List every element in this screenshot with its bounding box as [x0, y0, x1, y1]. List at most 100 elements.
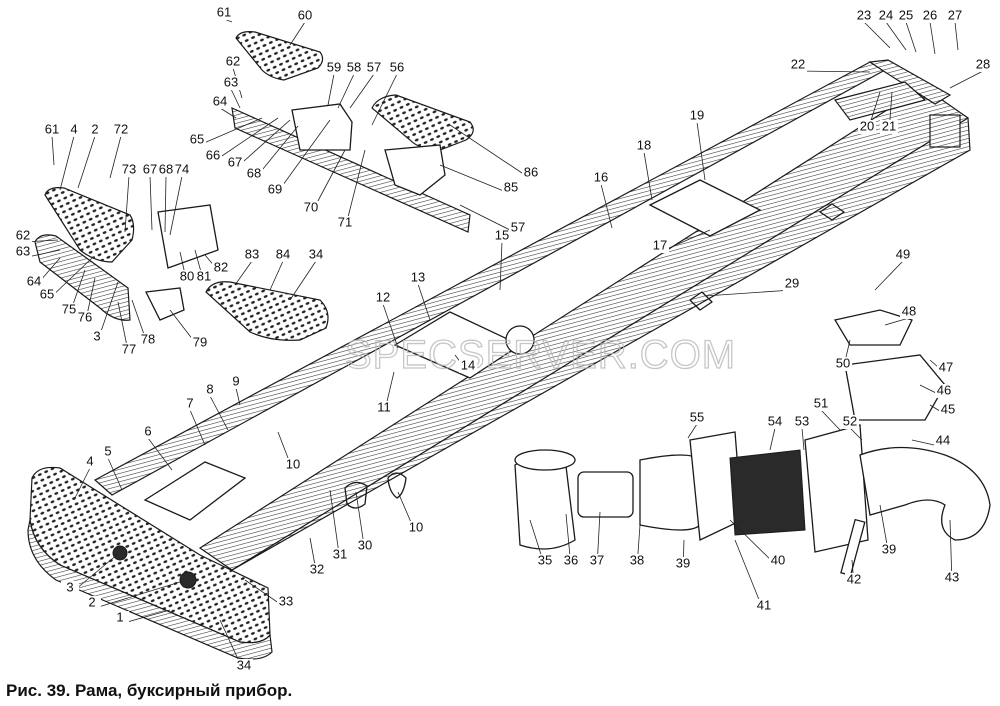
callout-bg-80: [178, 270, 196, 284]
callout-57: 57: [511, 219, 525, 234]
crossmember-17: [648, 179, 762, 237]
callout-70: 70: [304, 199, 318, 214]
callout-bg-50: [834, 357, 852, 371]
callout-bg-44: [934, 434, 952, 448]
leader-line-19: [696, 121, 706, 181]
callout-1: 1: [116, 609, 123, 624]
callout-bg-68: [245, 167, 263, 181]
callout-33: 33: [279, 593, 293, 608]
callout-bg-45: [939, 403, 957, 417]
housing-35-end: [514, 449, 576, 471]
callout-66: 66: [206, 147, 220, 162]
callout-bg-31: [331, 548, 349, 562]
callout-77: 77: [122, 341, 136, 356]
callout-59: 59: [327, 59, 341, 74]
side-step-4: [44, 187, 135, 263]
bracket-30: [344, 481, 368, 509]
leader-line-15: [499, 241, 503, 291]
callout-67: 67: [228, 154, 242, 169]
leader-line-68: [164, 175, 167, 233]
callout-bg-27: [946, 9, 964, 23]
callout-bg-8: [201, 383, 219, 397]
callout-25: 25: [899, 7, 913, 22]
callout-bg-79: [191, 336, 209, 350]
callout-2: 2: [88, 594, 95, 609]
callout-bg-5: [99, 445, 117, 459]
callout-64: 64: [27, 273, 41, 288]
callout-bg-73: [120, 163, 138, 177]
callout-bg-58: [345, 61, 363, 75]
leader-line-83: [234, 260, 253, 286]
callout-bg-85: [502, 181, 520, 195]
callout-bg-57: [365, 61, 383, 75]
leader-line-86: [449, 124, 532, 180]
callout-22: 22: [791, 56, 805, 71]
callout-18: 18: [637, 137, 651, 152]
callout-bg-20: [858, 120, 876, 134]
callout-50: 50: [836, 355, 850, 370]
callout-28: 28: [976, 56, 990, 71]
callout-47: 47: [939, 359, 953, 374]
callout-bg-17: [651, 239, 669, 253]
leader-line-65: [196, 117, 263, 147]
callout-41: 41: [757, 597, 771, 612]
leader-line-60: [289, 21, 306, 46]
callout-bg-11: [375, 401, 393, 415]
callout-83: 83: [245, 246, 259, 261]
callout-bg-14: [459, 359, 477, 373]
callout-11: 11: [377, 399, 391, 414]
callout-bg-2: [86, 123, 104, 137]
flange-40-right: [804, 424, 869, 553]
callout-27: 27: [948, 7, 962, 22]
callout-bg-4: [65, 123, 83, 137]
callout-bg-81: [195, 270, 213, 284]
crossmember-tube: [505, 325, 535, 355]
step-plate-60: [235, 31, 324, 81]
callout-bg-22: [789, 58, 807, 72]
bracket-29: [689, 203, 845, 311]
callout-bg-24: [877, 9, 895, 23]
leader-line-25: [905, 21, 917, 53]
callout-15: 15: [495, 227, 509, 242]
callout-52: 52: [843, 413, 857, 428]
callout-bg-65: [38, 288, 56, 302]
callout-24: 24: [879, 7, 893, 22]
rear-bumper-assembly: [231, 31, 474, 233]
rear-crossmember: [868, 59, 952, 105]
callout-38: 38: [630, 552, 644, 567]
callout-bg-49: [894, 248, 912, 262]
callout-bg-61: [215, 6, 233, 20]
callout-26: 26: [923, 7, 937, 22]
callout-48: 48: [902, 303, 916, 318]
leader-line-59: [327, 73, 335, 106]
callout-bg-7: [181, 397, 199, 411]
callout-bg-36: [562, 554, 580, 568]
chassis-frame: [93, 59, 971, 571]
callout-8: 8: [206, 381, 213, 396]
callout-bg-13: [409, 271, 427, 285]
callout-bg-69: [266, 183, 284, 197]
leader-line-24: [885, 21, 907, 51]
leader-line-67: [234, 119, 291, 170]
callout-31: 31: [333, 546, 347, 561]
callout-13: 13: [411, 269, 425, 284]
callout-3: 3: [66, 579, 73, 594]
callout-39: 39: [882, 541, 896, 556]
callout-bg-30: [356, 539, 374, 553]
crossmember-7: [143, 461, 247, 521]
callout-80: 80: [180, 268, 194, 283]
callout-bg-47: [937, 361, 955, 375]
callout-72: 72: [114, 121, 128, 136]
leader-line-16: [600, 183, 613, 229]
callout-82: 82: [214, 259, 228, 274]
callout-bg-71: [336, 216, 354, 230]
callout-bg-1: [111, 611, 129, 625]
leader-line-57: [349, 73, 375, 109]
callout-bg-63: [14, 245, 32, 259]
callout-bg-34: [235, 659, 253, 673]
leader-line-74: [169, 175, 183, 236]
callout-62: 62: [16, 227, 30, 242]
callout-63: 63: [16, 243, 30, 258]
callout-bg-3: [61, 581, 79, 595]
callout-bg-75: [60, 303, 78, 317]
